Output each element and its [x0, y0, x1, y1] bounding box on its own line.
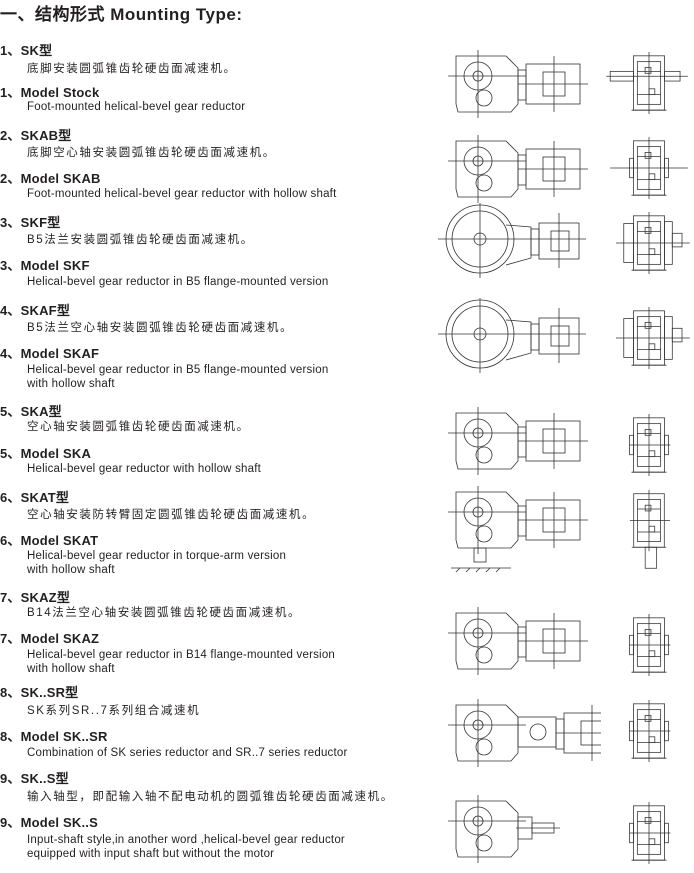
gear-reductor-end-view-drawing: [605, 210, 693, 276]
model-heading-zh: 6、SKAT型: [0, 490, 70, 505]
gear-reductor-side-view-drawing: [436, 484, 601, 576]
model-heading-en: 9、Model SK..S: [0, 815, 98, 830]
model-description-zh: 空心轴安装防转臂固定圆弧锥齿轮硬齿面减速机。: [27, 509, 316, 521]
model-description-en: Foot-mounted helical-bevel gear reductor…: [27, 188, 337, 200]
model-description-en: Helical-bevel gear reductor in B5 flange…: [27, 364, 329, 376]
model-description-en: Helical-bevel gear reductor in torque-ar…: [27, 550, 287, 562]
model-heading-en: 2、Model SKAB: [0, 171, 101, 186]
model-heading-en: 7、Model SKAZ: [0, 631, 100, 646]
gear-reductor-side-view-drawing: [436, 133, 601, 213]
model-description-en: Helical-bevel gear reductor in B5 flange…: [27, 276, 329, 288]
model-heading-en: 4、Model SKAF: [0, 346, 100, 361]
model-heading-en: 8、Model SK..SR: [0, 729, 108, 744]
model-heading-en: 5、Model SKA: [0, 446, 92, 461]
model-description-en: Foot-mounted helical-bevel gear reductor: [27, 101, 246, 113]
model-description-zh: B5法兰安装圆弧锥齿轮硬齿面减速机。: [27, 234, 254, 246]
model-description-en: Combination of SK series reductor and SR…: [27, 747, 348, 759]
model-description-en: with hollow shaft: [27, 378, 115, 390]
gear-reductor-end-view-drawing: [605, 50, 693, 116]
model-heading-zh: 7、SKAZ型: [0, 590, 71, 605]
model-description-zh: 空心轴安装圆弧锥齿轮硬齿面减速机。: [27, 421, 250, 433]
model-description-en: equipped with input shaft but without th…: [27, 848, 275, 860]
model-description-en: Helical-bevel gear reductor in B14 flang…: [27, 649, 336, 661]
model-description-en: Helical-bevel gear reductor with hollow …: [27, 463, 261, 475]
gear-reductor-end-view-drawing: [605, 135, 693, 201]
model-description-en: with hollow shaft: [27, 564, 115, 576]
model-description-en: Input-shaft style,in another word ,helic…: [27, 834, 345, 846]
model-heading-en: 3、Model SKF: [0, 258, 90, 273]
model-heading-en: 1、Model Stock: [0, 85, 100, 100]
model-heading-zh: 1、SK型: [0, 43, 53, 58]
model-heading-zh: 2、SKAB型: [0, 128, 72, 143]
model-heading-zh: 4、SKAF型: [0, 303, 71, 318]
gear-reductor-end-view-drawing: [605, 698, 693, 764]
model-description-zh: B14法兰空心轴安装圆弧锥齿轮硬齿面减速机。: [27, 607, 302, 619]
gear-reductor-side-view-drawing: [436, 298, 601, 378]
gear-reductor-end-view-drawing: [605, 412, 693, 478]
gear-reductor-end-view-drawing: [605, 305, 693, 371]
gear-reductor-side-view-drawing: [436, 203, 601, 283]
section-title: 一、结构形式 Mounting Type:: [0, 5, 243, 24]
model-description-zh: 底脚空心轴安装圆弧锥齿轮硬齿面减速机。: [27, 147, 276, 159]
model-heading-zh: 5、SKA型: [0, 404, 62, 419]
gear-reductor-end-view-drawing: [605, 488, 693, 574]
gear-reductor-end-view-drawing: [605, 800, 693, 866]
gear-reductor-side-view-drawing: [436, 48, 601, 128]
model-description-zh: 底脚安装圆弧锥齿轮硬齿面减速机。: [27, 63, 237, 75]
gear-reductor-side-view-drawing: [436, 605, 601, 685]
model-heading-zh: 9、SK..S型: [0, 771, 69, 786]
model-description-zh: SK系列SR..7系列组合减速机: [27, 705, 201, 717]
gear-reductor-side-view-drawing: [436, 405, 601, 485]
gear-reductor-end-view-drawing: [605, 612, 693, 678]
model-description-en: with hollow shaft: [27, 663, 115, 675]
model-heading-zh: 8、SK..SR型: [0, 685, 79, 700]
gear-reductor-side-view-drawing: [436, 793, 601, 873]
gear-reductor-side-view-drawing: [436, 693, 601, 773]
model-description-zh: B5法兰空心轴安装圆弧锥齿轮硬齿面减速机。: [27, 322, 294, 334]
model-heading-zh: 3、SKF型: [0, 215, 61, 230]
model-heading-en: 6、Model SKAT: [0, 533, 99, 548]
model-description-zh: 输入轴型，即配输入轴不配电动机的圆弧锥齿轮硬齿面减速机。: [27, 791, 394, 803]
